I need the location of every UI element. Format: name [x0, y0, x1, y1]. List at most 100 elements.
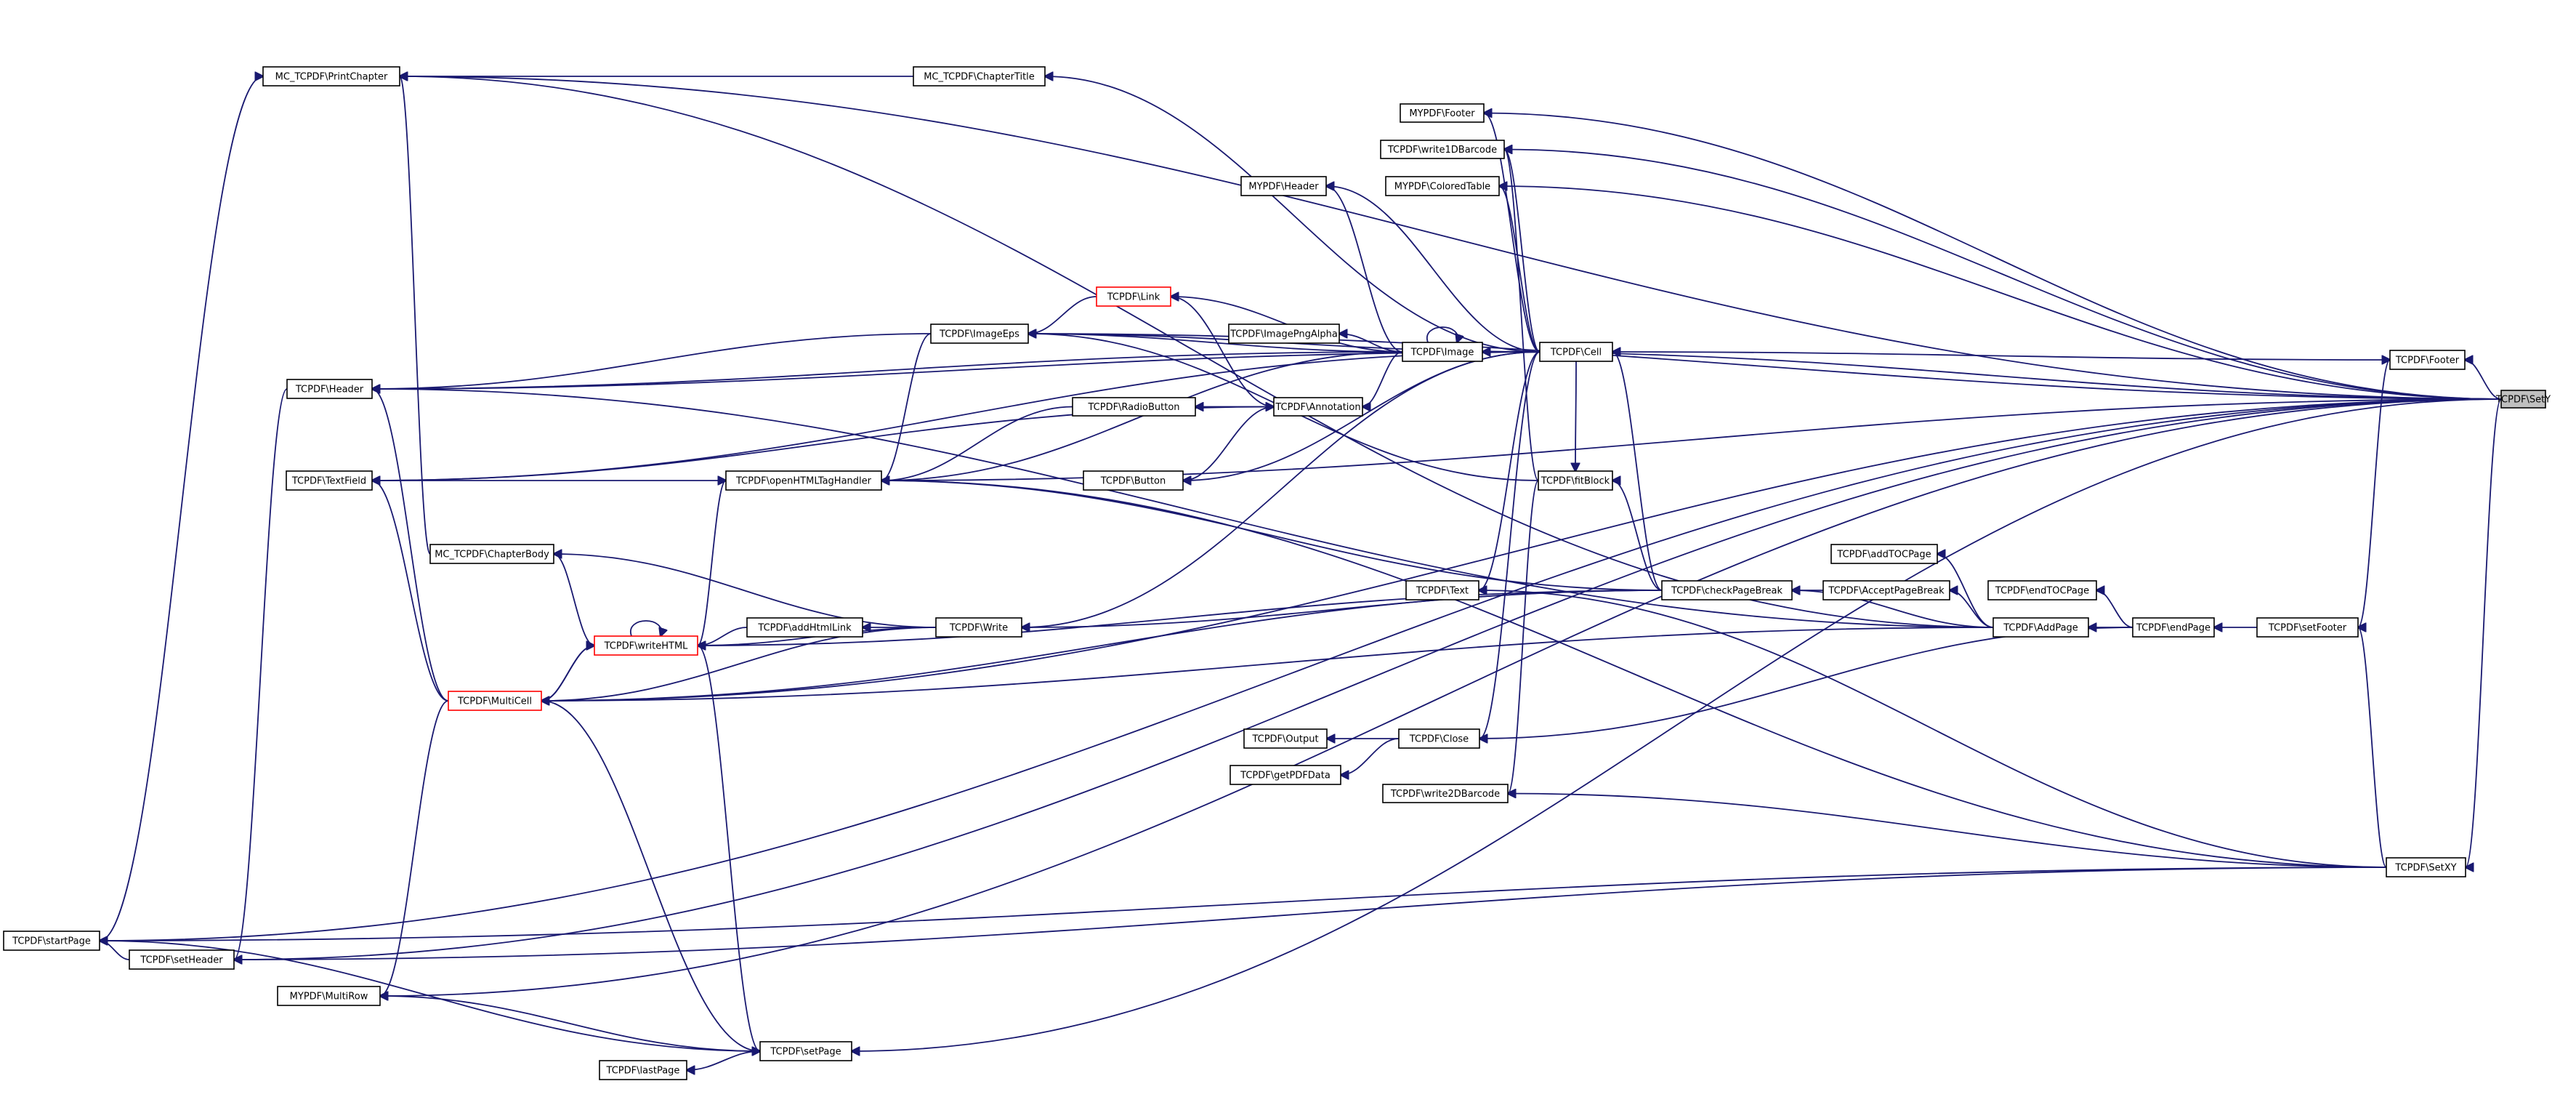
node-box	[2500, 390, 2546, 409]
node-box	[930, 324, 1029, 344]
edge-cell-to-close	[1479, 351, 1541, 739]
node-label: TCPDF\Output	[1251, 734, 1318, 745]
node-set-page[interactable]: TCPDF\setPage	[759, 1041, 852, 1061]
node-add-html-link[interactable]: TCPDF\addHtmlLink	[746, 617, 863, 638]
node-label: TCPDF\ImagePngAlpha	[1230, 329, 1338, 340]
node-mypdf-footer[interactable]: MYPDF\Footer	[1400, 103, 1485, 123]
node-box	[1096, 286, 1171, 307]
node-open-h-t-m-l[interactable]: TCPDF\openHTMLTagHandler	[725, 470, 882, 491]
node-link[interactable]: TCPDF\Link	[1096, 286, 1171, 307]
node-header[interactable]: TCPDF\Header	[286, 379, 373, 399]
edge-writeHTML-to-writeHTML	[630, 620, 661, 636]
node-chapter-body[interactable]: MC_TCPDF\ChapterBody	[429, 544, 554, 564]
node-label: MC_TCPDF\ChapterBody	[435, 550, 549, 560]
node-label: TCPDF\RadioButton	[1087, 402, 1179, 413]
edge-setPage-to-lastPage	[687, 1050, 761, 1070]
node-chapter-title[interactable]: MC_TCPDF\ChapterTitle	[913, 66, 1046, 87]
edge-imageEps-to-openHTML	[881, 333, 932, 481]
edge-setY-to-multiCell	[541, 398, 2502, 701]
edge-line	[553, 553, 594, 646]
node-button[interactable]: TCPDF\Button	[1083, 470, 1184, 491]
node-last-page[interactable]: TCPDF\lastPage	[599, 1060, 687, 1080]
edge-line	[1612, 352, 1663, 591]
node-label: TCPDF\getPDFData	[1240, 771, 1331, 781]
node-mypdf-header[interactable]: MYPDF\Header	[1240, 176, 1327, 196]
node-box	[1273, 397, 1363, 417]
edge-cell-to-header	[372, 351, 1541, 389]
edge-line	[99, 76, 263, 941]
node-add-t-o-c-page[interactable]: TCPDF\addTOCPage	[1830, 544, 1938, 564]
edge-line	[1937, 554, 1994, 628]
node-label: TCPDF\endPage	[2136, 623, 2210, 634]
edge-image-to-annotation	[1362, 351, 1403, 407]
node-annotation[interactable]: TCPDF\Annotation	[1273, 397, 1363, 417]
node-add-page[interactable]: TCPDF\AddPage	[1992, 617, 2089, 638]
node-set-header[interactable]: TCPDF\setHeader	[129, 949, 235, 970]
node-check-p-b[interactable]: TCPDF\checkPageBreak	[1661, 580, 1793, 600]
edge-setPage-to-startPage	[100, 941, 761, 1052]
node-end-page[interactable]: TCPDF\endPage	[2132, 617, 2215, 638]
edge-setPage-to-multiRow	[380, 996, 761, 1052]
edge-cell-to-mypdfFooter	[1484, 113, 1541, 353]
node-text-field[interactable]: TCPDF\TextField	[286, 470, 373, 491]
node-multi-cell[interactable]: TCPDF\MultiCell	[448, 691, 542, 711]
edge-line	[1792, 590, 1994, 628]
node-start-page[interactable]: TCPDF\startPage	[3, 931, 100, 951]
node-text[interactable]: TCPDF\Text	[1405, 580, 1479, 600]
edge-line	[541, 700, 760, 1051]
node-close[interactable]: TCPDF\Close	[1398, 728, 1480, 749]
node-footer[interactable]: TCPDF\Footer	[2389, 350, 2466, 370]
edge-line	[1482, 352, 2502, 400]
node-print-chapter[interactable]: MC_TCPDF\PrintChapter	[262, 66, 400, 87]
node-image[interactable]: TCPDF\Image	[1402, 342, 1483, 362]
edge-line	[100, 941, 761, 1052]
edge-setXY-to-write2D	[1508, 794, 2387, 868]
edge-setY-to-write1D	[1504, 150, 2502, 400]
edge-startPage-to-printChapter	[99, 76, 263, 941]
node-multi-row[interactable]: MYPDF\MultiRow	[277, 986, 381, 1006]
edge-line	[1028, 334, 1403, 353]
node-fit-block[interactable]: TCPDF\fitBlock	[1538, 470, 1613, 491]
node-write2-d[interactable]: TCPDF\write2DBarcode	[1382, 784, 1509, 803]
edge-setXY-to-text	[1479, 590, 2387, 868]
edge-line	[1028, 296, 1097, 334]
node-write[interactable]: TCPDF\Write	[935, 617, 1022, 638]
node-set-y[interactable]: TCPDF\SetY	[2495, 390, 2551, 409]
node-box	[2386, 857, 2466, 877]
node-box	[1382, 784, 1509, 803]
edge-layer	[99, 76, 2502, 1070]
node-output[interactable]: TCPDF\Output	[1243, 728, 1328, 749]
edge-setY-to-multiRow	[380, 398, 2502, 996]
edge-line	[380, 996, 761, 1052]
node-label: MC_TCPDF\PrintChapter	[275, 72, 388, 83]
node-label: TCPDF\Text	[1416, 586, 1469, 597]
node-image-png[interactable]: TCPDF\ImagePngAlpha	[1228, 324, 1340, 344]
node-write1-d[interactable]: TCPDF\write1DBarcode	[1380, 140, 1505, 159]
node-end-t-o-c-page[interactable]: TCPDF\endTOCPage	[1987, 580, 2097, 600]
node-label: TCPDF\lastPage	[606, 1066, 680, 1077]
node-box	[594, 635, 698, 656]
edge-checkPB-to-fitBlock	[1612, 481, 1663, 591]
node-accept-p-b[interactable]: TCPDF\AcceptPageBreak	[1822, 580, 1950, 600]
node-mypdf-colored[interactable]: MYPDF\ColoredTable	[1385, 176, 1500, 196]
edge-fitBlock-to-write1D	[1504, 150, 1539, 481]
node-cell[interactable]: TCPDF\Cell	[1539, 342, 1613, 362]
node-radio[interactable]: TCPDF\RadioButton	[1072, 397, 1196, 417]
edge-setXY-to-startPage	[100, 867, 2387, 941]
edge-checkPB-to-writeHTML	[698, 590, 1663, 646]
node-label: TCPDF\setFooter	[2268, 623, 2347, 634]
edge-line	[1950, 590, 1994, 628]
node-write-h-t-m-l[interactable]: TCPDF\writeHTML	[594, 635, 698, 656]
edge-line	[372, 481, 449, 702]
node-label: TCPDF\TextField	[291, 476, 366, 487]
node-label: MYPDF\MultiRow	[290, 992, 368, 1002]
node-get-p-d-f-data[interactable]: TCPDF\getPDFData	[1230, 765, 1341, 785]
node-label: TCPDF\addTOCPage	[1836, 550, 1931, 560]
node-set-footer[interactable]: TCPDF\setFooter	[2256, 617, 2359, 638]
node-image-eps[interactable]: TCPDF\ImageEps	[930, 324, 1029, 344]
node-box	[913, 66, 1046, 87]
node-set-x-y[interactable]: TCPDF\SetXY	[2386, 857, 2466, 877]
edge-setY-to-setHeader	[234, 398, 2502, 960]
node-label: TCPDF\AcceptPageBreak	[1828, 586, 1945, 597]
edge-line	[1504, 150, 1539, 481]
